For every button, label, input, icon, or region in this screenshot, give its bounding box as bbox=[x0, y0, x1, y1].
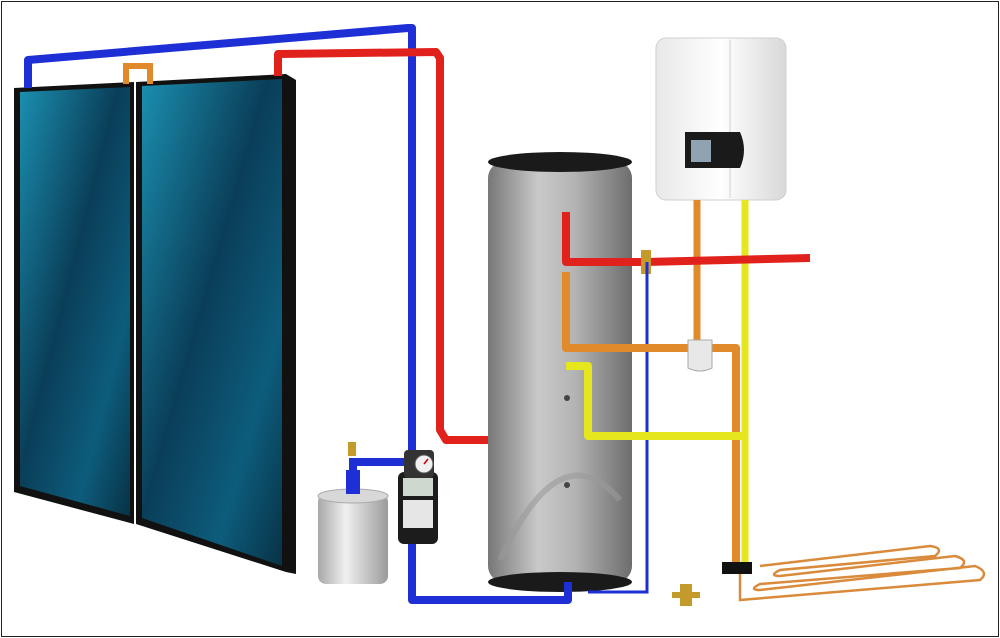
tank-return-pipe bbox=[408, 540, 572, 604]
domestic-loop-pipe bbox=[566, 362, 745, 440]
storage-tank bbox=[488, 152, 632, 592]
collector-return-pipe bbox=[24, 24, 416, 455]
wall-boiler bbox=[655, 37, 787, 201]
drain-valve bbox=[672, 584, 700, 606]
floor-manifold bbox=[722, 562, 752, 574]
solar-collector-left bbox=[14, 82, 134, 524]
expansion-tank bbox=[317, 442, 408, 584]
hot-water-outlet-pipe bbox=[562, 212, 811, 266]
pump-station bbox=[398, 450, 438, 544]
solar-collector-right bbox=[136, 74, 296, 574]
boiler-coil-pipe bbox=[562, 272, 740, 565]
radiant-floor-loop bbox=[738, 544, 986, 602]
collector-supply-pipe bbox=[274, 48, 568, 444]
collector-jumper-pipe bbox=[123, 63, 153, 84]
cold-water-pipe bbox=[588, 262, 649, 594]
